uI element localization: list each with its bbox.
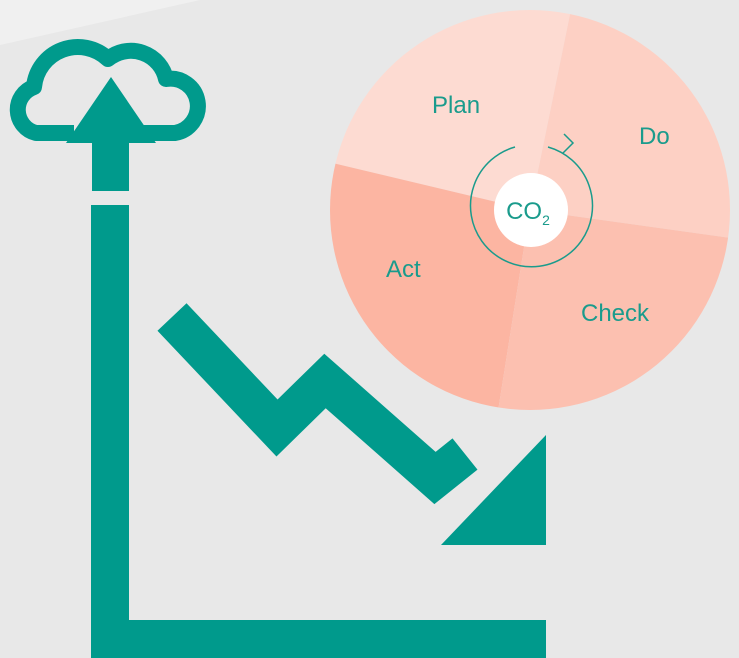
- y-axis: [91, 205, 129, 658]
- label-act: Act: [386, 256, 421, 283]
- cloud-outline: [9, 39, 206, 141]
- chart-axes: [91, 205, 546, 658]
- label-do: Do: [639, 123, 670, 150]
- background-highlight: [0, 0, 200, 45]
- co2-label: CO2: [506, 198, 550, 228]
- trend-arrow-head: [441, 435, 546, 545]
- label-plan: Plan: [432, 92, 480, 119]
- x-axis: [91, 620, 546, 658]
- trend-line: [157, 303, 478, 505]
- cloud-upload-icon: [9, 39, 206, 191]
- downward-trend-arrow-icon: [157, 303, 546, 545]
- upload-arrow-head: [66, 77, 156, 191]
- cycle-arrow-tip: [562, 133, 575, 154]
- cycle-ring: [469, 146, 594, 268]
- label-check: Check: [581, 300, 650, 327]
- pdca-cycle: CO2 Plan Do Act Check: [330, 10, 730, 410]
- co2-circle: [494, 173, 568, 247]
- co2-subscript: 2: [542, 212, 550, 228]
- cycle-arrow-icon: [469, 133, 594, 268]
